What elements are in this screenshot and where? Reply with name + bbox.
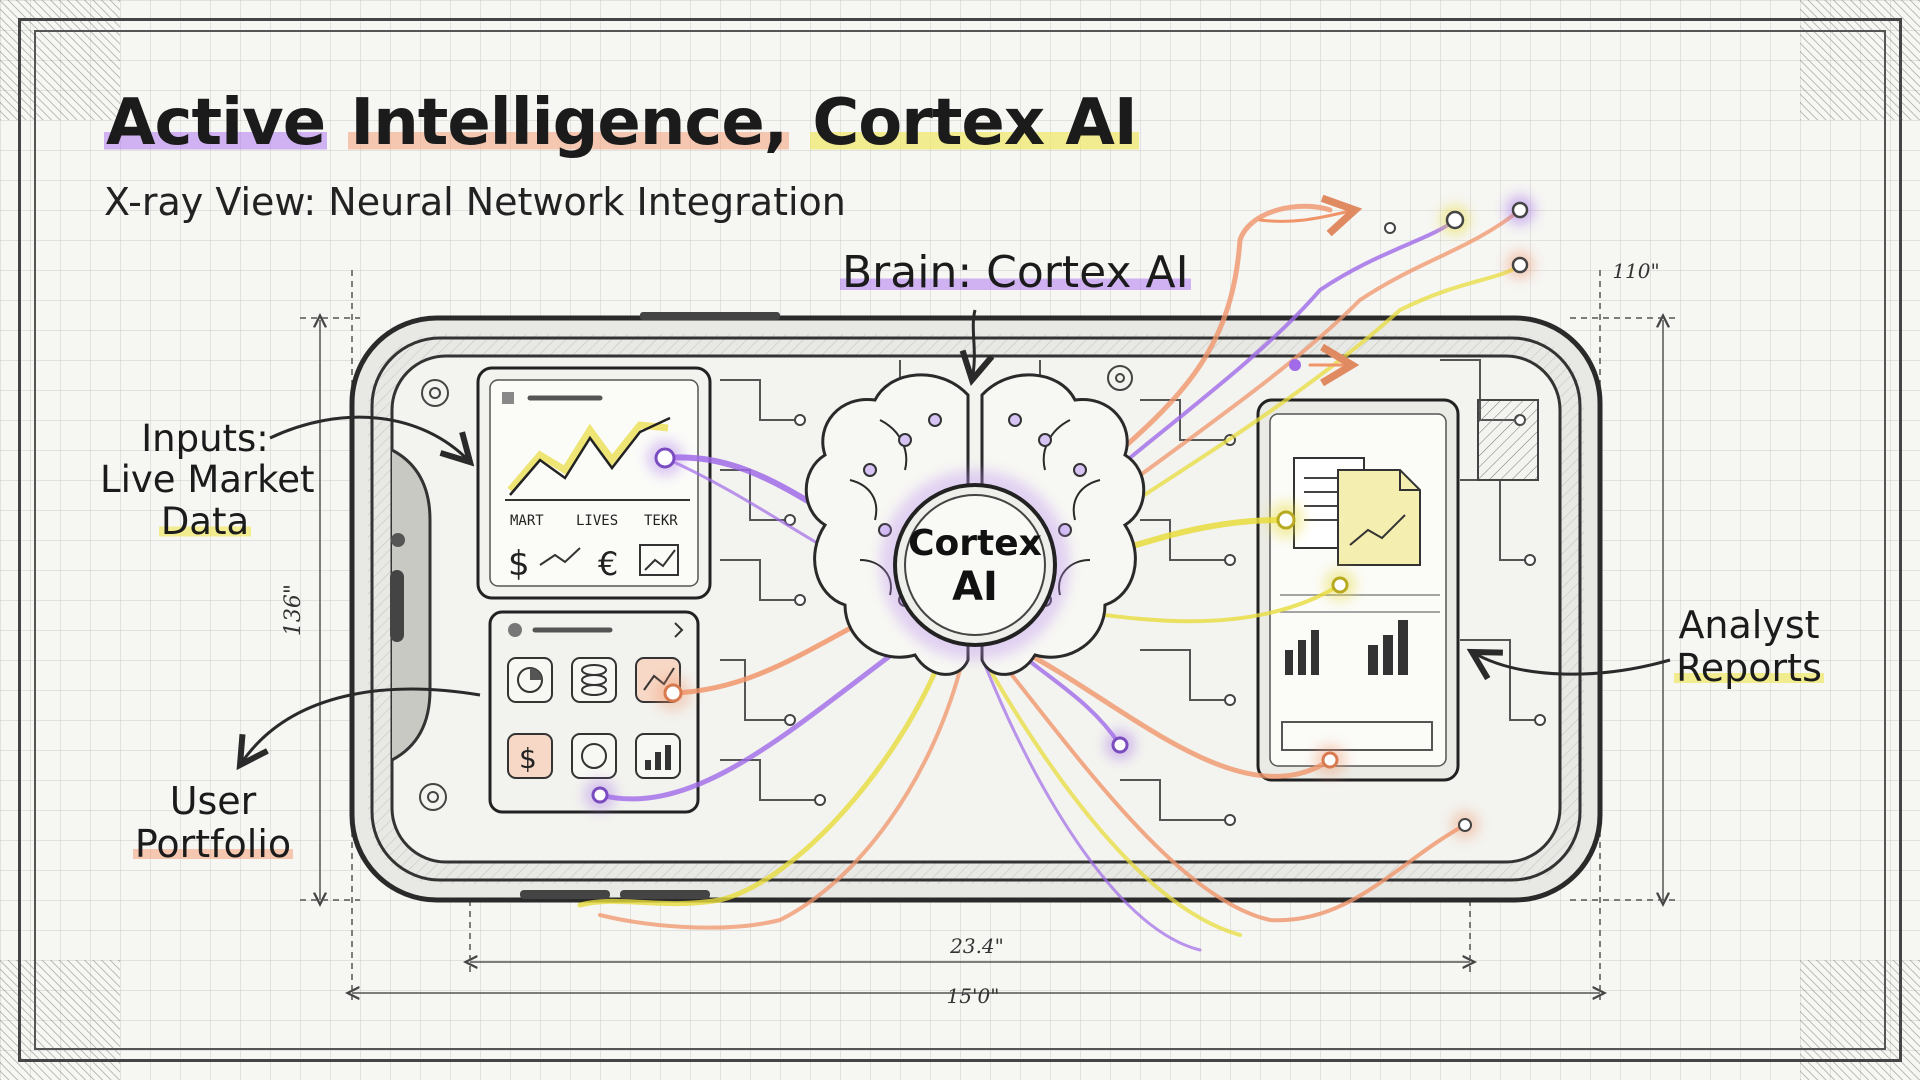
portfolio-label-line2: Portfolio <box>132 821 294 866</box>
corner-hatch-bottom-left <box>0 960 120 1080</box>
portfolio-screen: $ <box>488 610 700 814</box>
reports-screen <box>1256 398 1539 782</box>
gear-icon <box>419 365 1133 811</box>
inputs-label-line2: Live Market <box>100 458 315 502</box>
title-word-active: Active <box>104 86 328 160</box>
dim-height-left-label: 136" <box>281 584 306 636</box>
reports-label-line2: Reports <box>1674 645 1824 690</box>
chart-label-tekr: TEKR <box>644 513 678 529</box>
outer-frame <box>18 18 1902 1062</box>
page-subtitle: X-ray View: Neural Network Integration <box>104 180 846 224</box>
cortex-chip <box>880 470 1070 660</box>
circuit-traces <box>720 359 1540 821</box>
market-data-screen: MART LIVES TEKR $ € <box>476 366 712 600</box>
chip-label-line2: AI <box>952 564 998 610</box>
inputs-label-line1: Inputs: <box>141 417 269 460</box>
portfolio-label-line1: User <box>169 779 257 823</box>
reports-pointer-arrow <box>1472 652 1671 674</box>
chart-label-lives: LIVES <box>576 513 618 529</box>
brain-pointer-arrow <box>972 309 975 380</box>
inputs-label: Inputs: Live Market Data <box>100 417 315 543</box>
corner-hatch-top-right <box>1800 0 1920 120</box>
euro-icon: € <box>598 545 618 583</box>
user-portfolio-label: User Portfolio <box>128 779 298 866</box>
corner-hatch-top-left <box>0 0 120 120</box>
inputs-pointer-arrow <box>269 415 470 462</box>
inputs-label-line3: Data <box>158 499 252 543</box>
reports-label-line1: Analyst <box>1678 603 1820 647</box>
chip-label-line1: Cortex <box>908 523 1042 564</box>
chart-label-mart: MART <box>510 513 544 529</box>
title-word-intelligence: Intelligence, <box>348 86 790 160</box>
brain-label: Brain: Cortex AI <box>840 247 1191 298</box>
inner-frame <box>34 30 1886 1050</box>
pointer-arrows <box>240 309 1671 765</box>
title-word-cortex: Cortex AI <box>810 86 1139 160</box>
dollar-icon: $ <box>508 544 530 584</box>
dim-width-inner-label: 23.4" <box>949 934 1004 958</box>
corner-hatch-bottom-right <box>1800 960 1920 1080</box>
analyst-reports-label: Analyst Reports <box>1674 603 1824 690</box>
portfolio-dollar-icon: $ <box>519 742 537 775</box>
dim-height-right-label: 110" <box>1612 259 1659 283</box>
portfolio-pointer-arrow <box>240 687 481 765</box>
page-title: Active Intelligence, Cortex AI <box>104 86 1139 160</box>
dim-width-outer-label: 15'0" <box>947 984 1000 1008</box>
terminal-nodes <box>584 195 1535 839</box>
